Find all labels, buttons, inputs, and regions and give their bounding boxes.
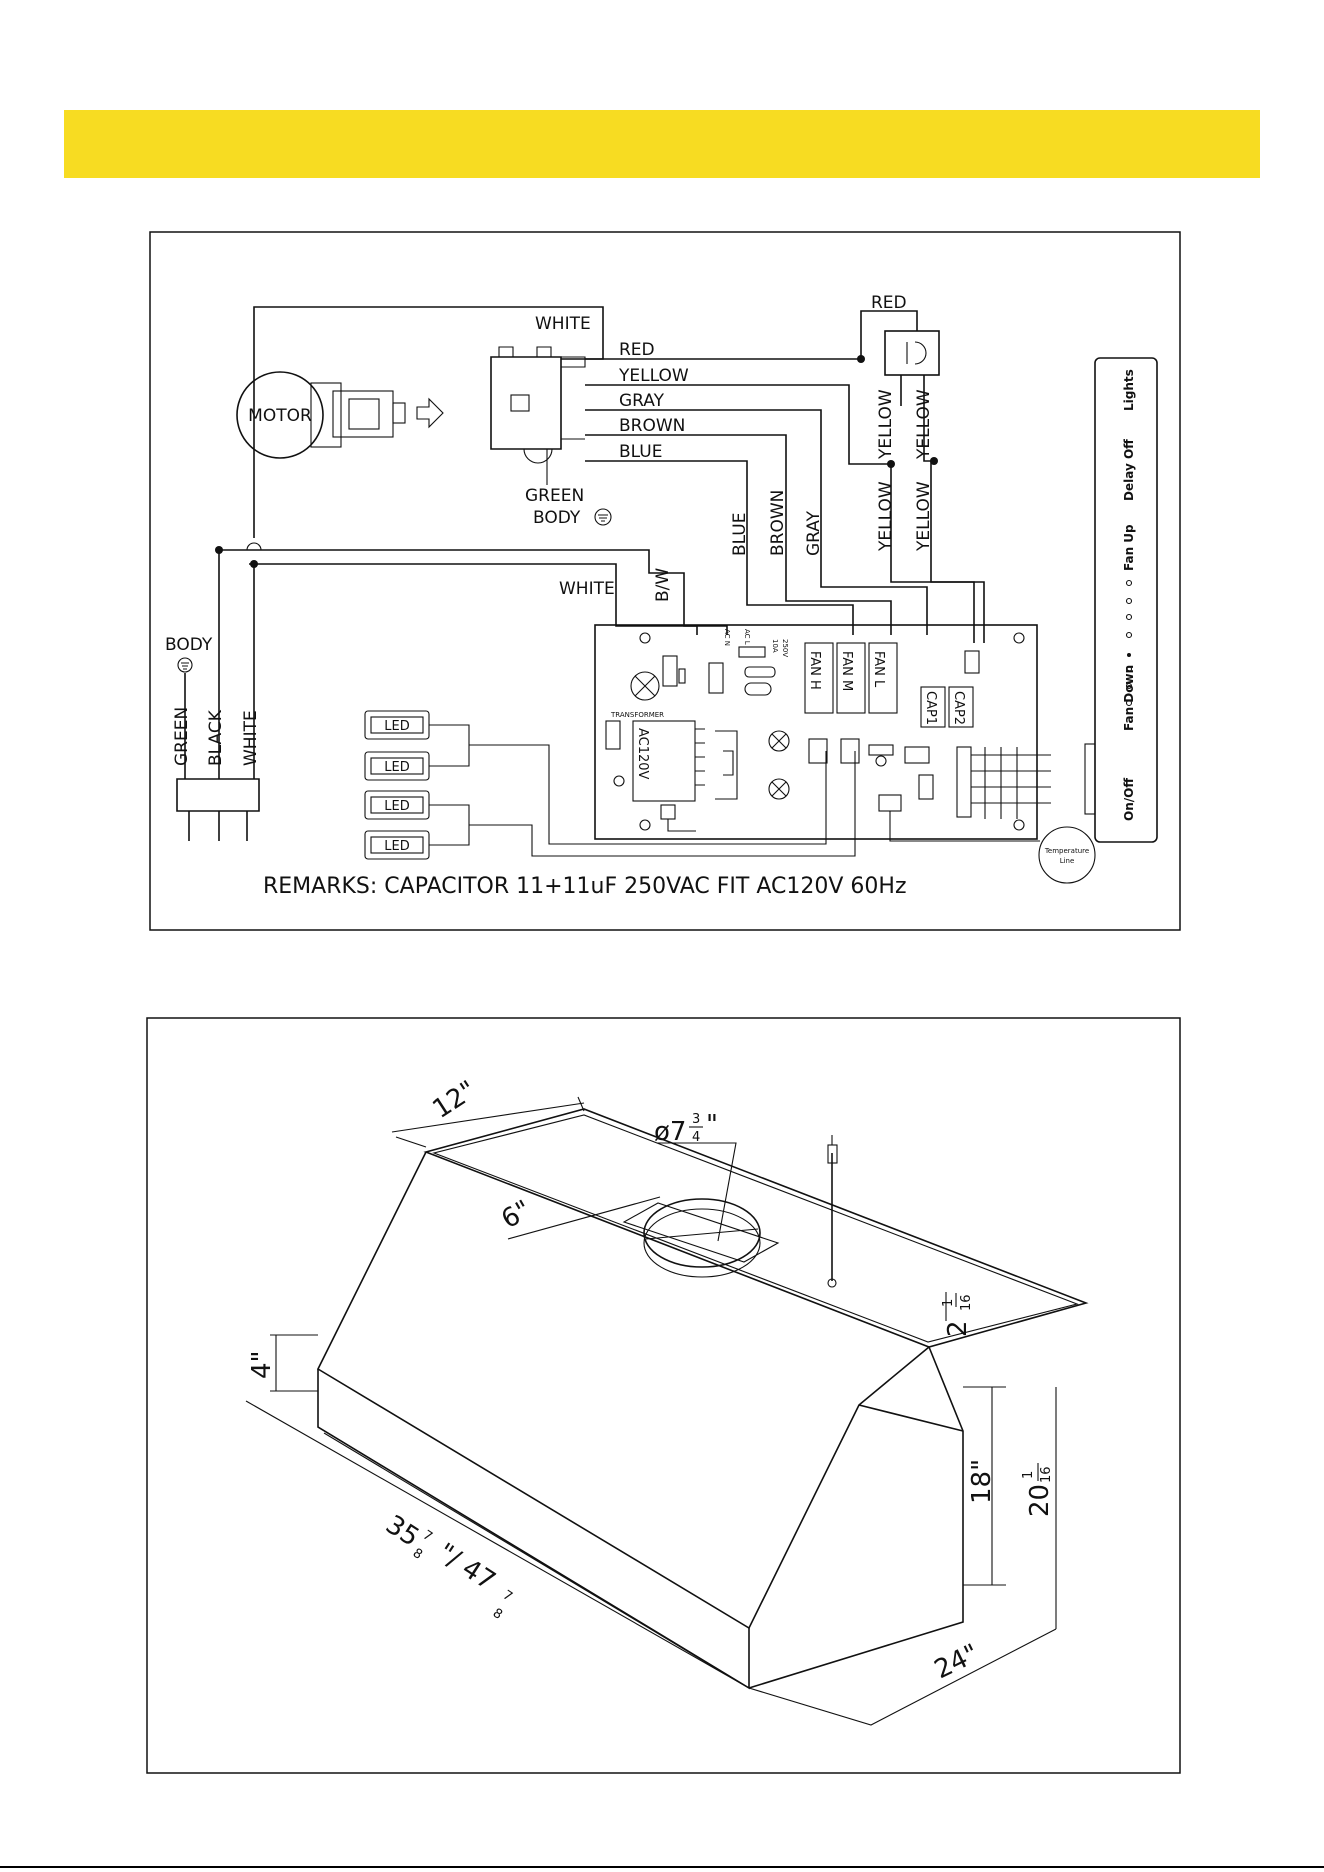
temperature-sensor: [1038, 826, 1096, 884]
control-lights: Lights: [1122, 369, 1136, 411]
temperature-label-2: Line: [1060, 857, 1075, 865]
control-board: AC N AC L 10A 250V TRANSFORMER AC120V FA…: [594, 624, 1051, 840]
red-top-label: RED: [871, 293, 907, 313]
board-fan-l: FAN L: [871, 651, 886, 688]
board-fuse-line1: 10A: [771, 639, 779, 653]
board-fan-m: FAN M: [839, 651, 854, 691]
body-ground-label: BODY: [165, 635, 213, 655]
cord-black-label: BLACK: [206, 709, 226, 766]
connector-wire-blue: BLUE: [619, 442, 662, 462]
dim-diameter-num: 3: [692, 1112, 700, 1127]
dim-20-den: 16: [1039, 1466, 1054, 1483]
control-on-off: On/Off: [1122, 778, 1136, 821]
control-delay-off: Delay Off: [1122, 439, 1136, 501]
connector-wire-white: WHITE: [535, 314, 591, 334]
plug: [176, 778, 260, 812]
power-cord: [827, 1135, 838, 1288]
white-to-board-label: WHITE: [559, 579, 615, 599]
led-label-2: LED: [384, 760, 409, 775]
dim-diameter-den: 4: [692, 1130, 700, 1145]
board-wire-gray: GRAY: [804, 510, 824, 556]
board-transformer: TRANSFORMER: [610, 711, 664, 719]
led-group: LED LED LED LED: [364, 710, 430, 860]
dim-20-num: 1: [1021, 1471, 1036, 1479]
yellow-header-banner: [64, 110, 1260, 178]
remarks-text: REMARKS: CAPACITOR 11+11uF 250VAC FIT AC…: [263, 874, 907, 899]
temperature-label-1: Temperature: [1044, 847, 1089, 855]
board-wire-brown: BROWN: [768, 490, 788, 556]
dim-diameter-inch: ": [706, 1110, 718, 1140]
control-fan-down: Fan Down: [1122, 665, 1136, 731]
board-ac120v: AC120V: [635, 728, 650, 780]
connector-wire-gray: GRAY: [619, 391, 665, 411]
dim-20-whole: 20: [1025, 1484, 1055, 1517]
wiring-diagram: MOTOR WHITE RED YELLOW GRAY BROWN BLUE G…: [149, 231, 1181, 931]
motor: MOTOR: [236, 371, 406, 459]
connector-wire-yellow: YELLOW: [618, 366, 689, 386]
board-cap2: CAP2: [951, 691, 966, 725]
hood-dimension-drawing: 12" ø7 3 4 " 6" 4" 2 1 16 18" 20 1 16 24…: [146, 1017, 1181, 1774]
led-label-3: LED: [384, 799, 409, 814]
arrow-icon: [416, 397, 444, 429]
board-ac-l: AC L: [743, 629, 751, 645]
cord-green-label: GREEN: [172, 707, 192, 766]
bottom-rule: [0, 1866, 1324, 1868]
board-fuse-line2: 250V: [781, 639, 789, 657]
ground-icon: [594, 508, 612, 526]
led-label-4: LED: [384, 839, 409, 854]
yellow-label-2: YELLOW: [914, 389, 934, 460]
connector-wire-red: RED: [619, 340, 655, 360]
connector-wire-brown: BROWN: [619, 416, 685, 436]
control-fan-up: Fan Up: [1122, 524, 1136, 571]
dim-2-whole: 2: [943, 1320, 973, 1337]
control-panel: On/Off Fan Down Fan Up Delay Off Lights: [1084, 357, 1158, 843]
yellow-label-4: YELLOW: [914, 481, 934, 552]
dim-18-label: 18": [967, 1459, 997, 1504]
dim-diameter: ø7: [654, 1117, 686, 1147]
duct-collar: [622, 1198, 780, 1278]
board-wire-blue: BLUE: [730, 513, 750, 556]
motor-label: MOTOR: [248, 406, 312, 426]
dim-2-num: 1: [941, 1299, 956, 1307]
cord-white-label: WHITE: [241, 710, 261, 766]
range-hood-outline: [316, 1108, 1089, 1690]
board-cap1: CAP1: [923, 691, 938, 725]
dim-2-den: 16: [959, 1294, 974, 1311]
body-label: BODY: [533, 508, 581, 528]
yellow-label-1: YELLOW: [876, 389, 896, 460]
led-label-1: LED: [384, 719, 409, 734]
yellow-label-3: YELLOW: [876, 481, 896, 552]
board-fan-h: FAN H: [807, 651, 822, 690]
dim-4-label: 4": [247, 1350, 277, 1379]
board-ac-n: AC N: [723, 629, 731, 646]
bw-label: B/W: [653, 568, 673, 602]
motor-connector: [490, 346, 586, 464]
ground-icon: [177, 657, 193, 673]
capacitor-symbol: [884, 330, 940, 376]
green-label: GREEN: [525, 486, 584, 506]
